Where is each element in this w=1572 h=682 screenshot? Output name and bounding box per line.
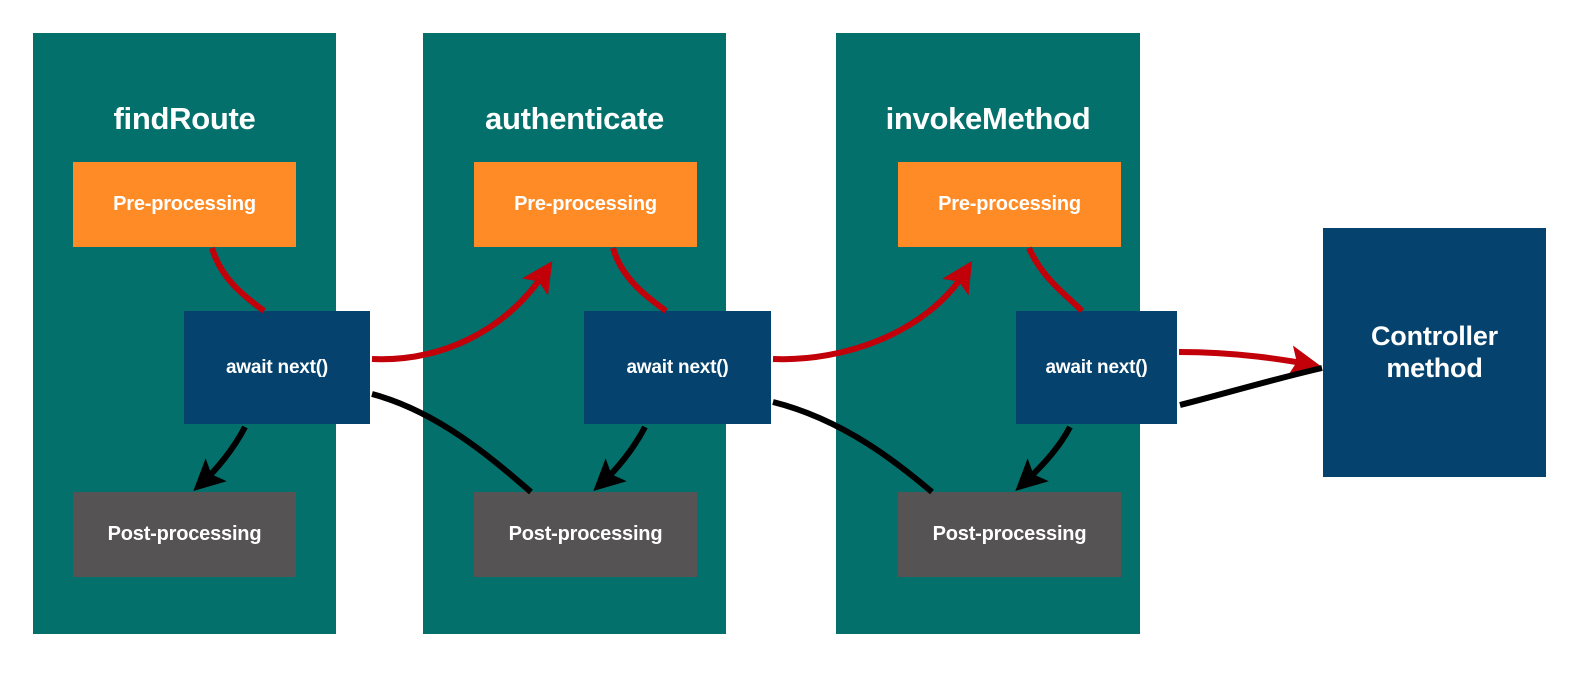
node-post-processing-authenticate[interactable]: Post-processing — [474, 492, 697, 577]
node-controller-method[interactable]: Controller method — [1323, 228, 1546, 477]
edge-controller-to-await3 — [1179, 365, 1323, 408]
node-pre-processing-authenticate[interactable]: Pre-processing — [474, 162, 697, 247]
node-await-next-find-route[interactable]: await next() — [184, 311, 370, 424]
node-post-processing-invoke-method[interactable]: Post-processing — [898, 492, 1121, 577]
panel-title-authenticate: authenticate — [485, 101, 664, 136]
panel-title-find-route: findRoute — [113, 101, 256, 136]
node-await-next-invoke-method[interactable]: await next() — [1016, 311, 1177, 424]
node-pre-processing-find-route[interactable]: Pre-processing — [73, 162, 296, 247]
node-await-next-authenticate[interactable]: await next() — [584, 311, 771, 424]
controller-label-line1: Controller — [1370, 321, 1498, 352]
edge-await3-to-controller — [1178, 345, 1322, 377]
node-pre-processing-invoke-method[interactable]: Pre-processing — [898, 162, 1121, 247]
node-post-processing-find-route[interactable]: Post-processing — [73, 492, 296, 577]
panel-title-invoke-method: invokeMethod — [885, 101, 1091, 136]
controller-label-line2: method — [1386, 352, 1483, 383]
